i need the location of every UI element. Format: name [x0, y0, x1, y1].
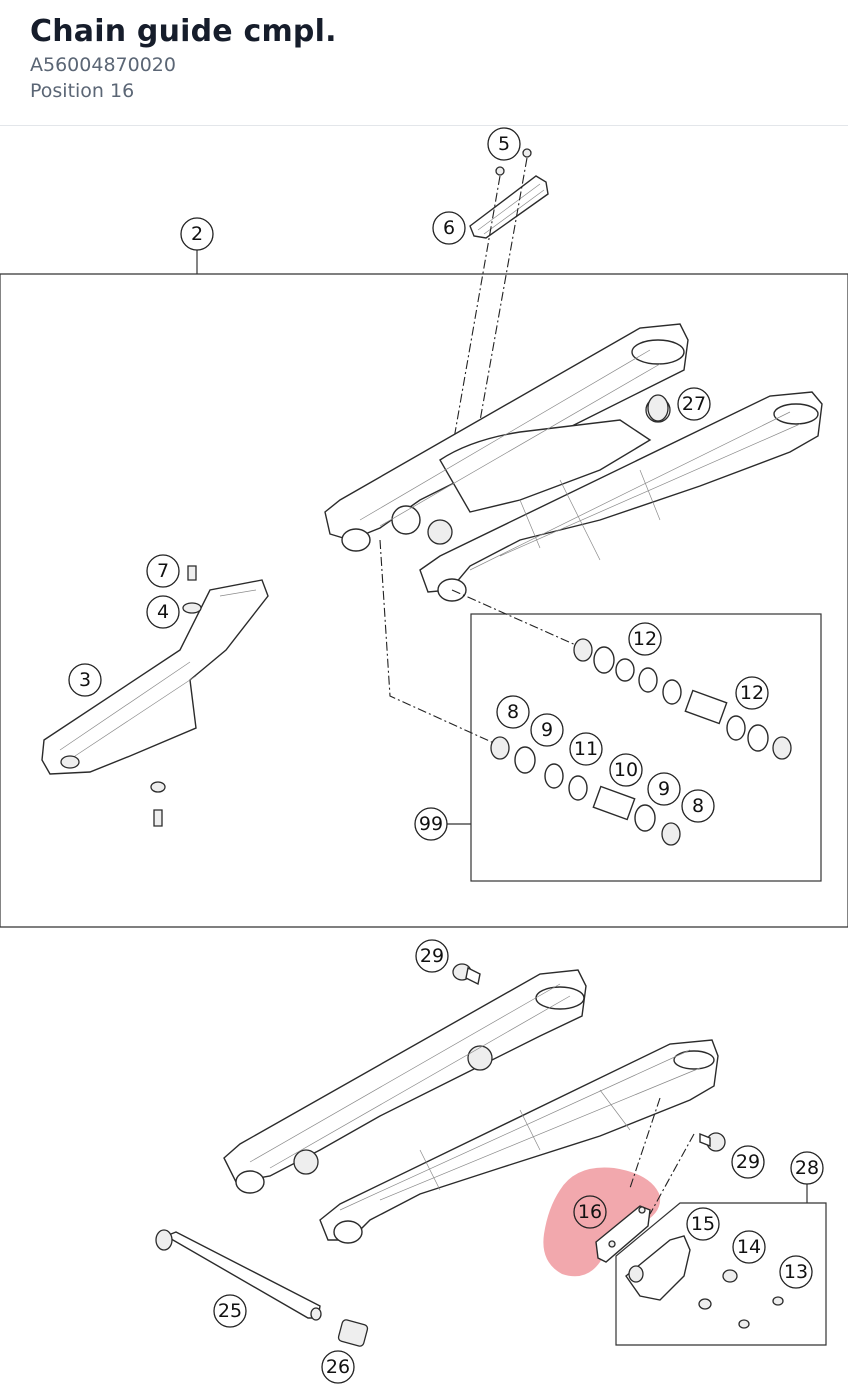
- callout-4[interactable]: 4: [146, 595, 180, 629]
- callout-29b[interactable]: 29: [731, 1145, 765, 1179]
- svg-text:7: 7: [157, 560, 169, 582]
- bolt-29-lower: [699, 1132, 726, 1152]
- callout-7[interactable]: 7: [146, 554, 180, 588]
- callout-9a[interactable]: 9: [530, 713, 564, 747]
- callout-8b[interactable]: 8: [681, 789, 715, 823]
- spacer-26: [337, 1319, 369, 1347]
- svg-text:9: 9: [541, 719, 553, 741]
- svg-text:29: 29: [736, 1151, 760, 1173]
- svg-text:9: 9: [658, 778, 670, 800]
- callout-2[interactable]: 2: [180, 217, 214, 251]
- callout-28[interactable]: 28: [790, 1151, 824, 1185]
- svg-text:28: 28: [795, 1157, 819, 1179]
- svg-text:16: 16: [578, 1201, 602, 1223]
- callout-15[interactable]: 15: [686, 1207, 720, 1241]
- svg-text:27: 27: [682, 393, 706, 415]
- leader-line: [379, 539, 497, 745]
- assembly-box-28: [615, 1184, 827, 1346]
- chain-guide-upper: [41, 565, 269, 827]
- callout-14[interactable]: 14: [732, 1230, 766, 1264]
- part-title: Chain guide cmpl.: [30, 14, 337, 49]
- svg-text:8: 8: [507, 701, 519, 723]
- part-number: A56004870020: [30, 54, 176, 76]
- svg-text:11: 11: [574, 738, 598, 760]
- callout-5[interactable]: 5: [487, 127, 521, 161]
- svg-text:15: 15: [691, 1213, 715, 1235]
- leader-line: [451, 175, 501, 451]
- assembly-box-2: [0, 248, 848, 928]
- callout-9b[interactable]: 9: [647, 772, 681, 806]
- chain-slider-part: [469, 148, 549, 239]
- lower-swingarm: [223, 969, 719, 1244]
- callout-10[interactable]: 10: [609, 753, 643, 787]
- leader-line: [629, 1097, 661, 1189]
- svg-text:5: 5: [498, 133, 510, 155]
- callout-6[interactable]: 6: [432, 211, 466, 245]
- callout-12a[interactable]: 12: [628, 622, 662, 656]
- leader-line: [649, 1133, 695, 1215]
- svg-text:99: 99: [419, 813, 443, 835]
- callout-12b[interactable]: 12: [735, 676, 769, 710]
- bearing-parts: [490, 638, 792, 846]
- chain-guide-set-28: [625, 1235, 784, 1329]
- upper-swingarm: [324, 323, 823, 602]
- axle-25: [155, 1229, 322, 1321]
- svg-text:26: 26: [326, 1356, 350, 1378]
- svg-text:4: 4: [157, 601, 169, 623]
- position-label: Position 16: [30, 80, 135, 102]
- svg-text:13: 13: [784, 1261, 808, 1283]
- callout-16[interactable]: 16: [573, 1195, 607, 1229]
- svg-text:14: 14: [737, 1236, 761, 1258]
- svg-text:12: 12: [633, 628, 657, 650]
- part-header: Chain guide cmpl. A56004870020 Position …: [0, 0, 848, 126]
- svg-text:25: 25: [218, 1300, 242, 1322]
- callout-29a[interactable]: 29: [415, 939, 449, 973]
- callout-13[interactable]: 13: [779, 1255, 813, 1289]
- svg-text:29: 29: [420, 945, 444, 967]
- seal-27: [647, 394, 669, 422]
- bolt-29-upper: [452, 963, 481, 986]
- leader-line: [477, 157, 528, 433]
- chain-guide-part-16: [595, 1205, 651, 1263]
- callout-27[interactable]: 27: [677, 387, 711, 421]
- callout-8a[interactable]: 8: [496, 695, 530, 729]
- leader-line: [451, 589, 579, 647]
- callout-99[interactable]: 99: [414, 807, 448, 841]
- bearing-kit-box-99: [470, 613, 822, 882]
- svg-text:2: 2: [191, 223, 203, 245]
- svg-text:10: 10: [614, 759, 638, 781]
- callout-11[interactable]: 11: [569, 732, 603, 766]
- svg-text:6: 6: [443, 217, 455, 239]
- callout-3[interactable]: 3: [68, 663, 102, 697]
- svg-text:12: 12: [740, 682, 764, 704]
- callout-25[interactable]: 25: [213, 1294, 247, 1328]
- svg-text:3: 3: [79, 669, 91, 691]
- exploded-parts-diagram: 5 6 2 27 7 4 3 12 12 8 9 11 10 9 8 99 29…: [0, 127, 848, 1384]
- svg-text:8: 8: [692, 795, 704, 817]
- callout-26[interactable]: 26: [321, 1350, 355, 1384]
